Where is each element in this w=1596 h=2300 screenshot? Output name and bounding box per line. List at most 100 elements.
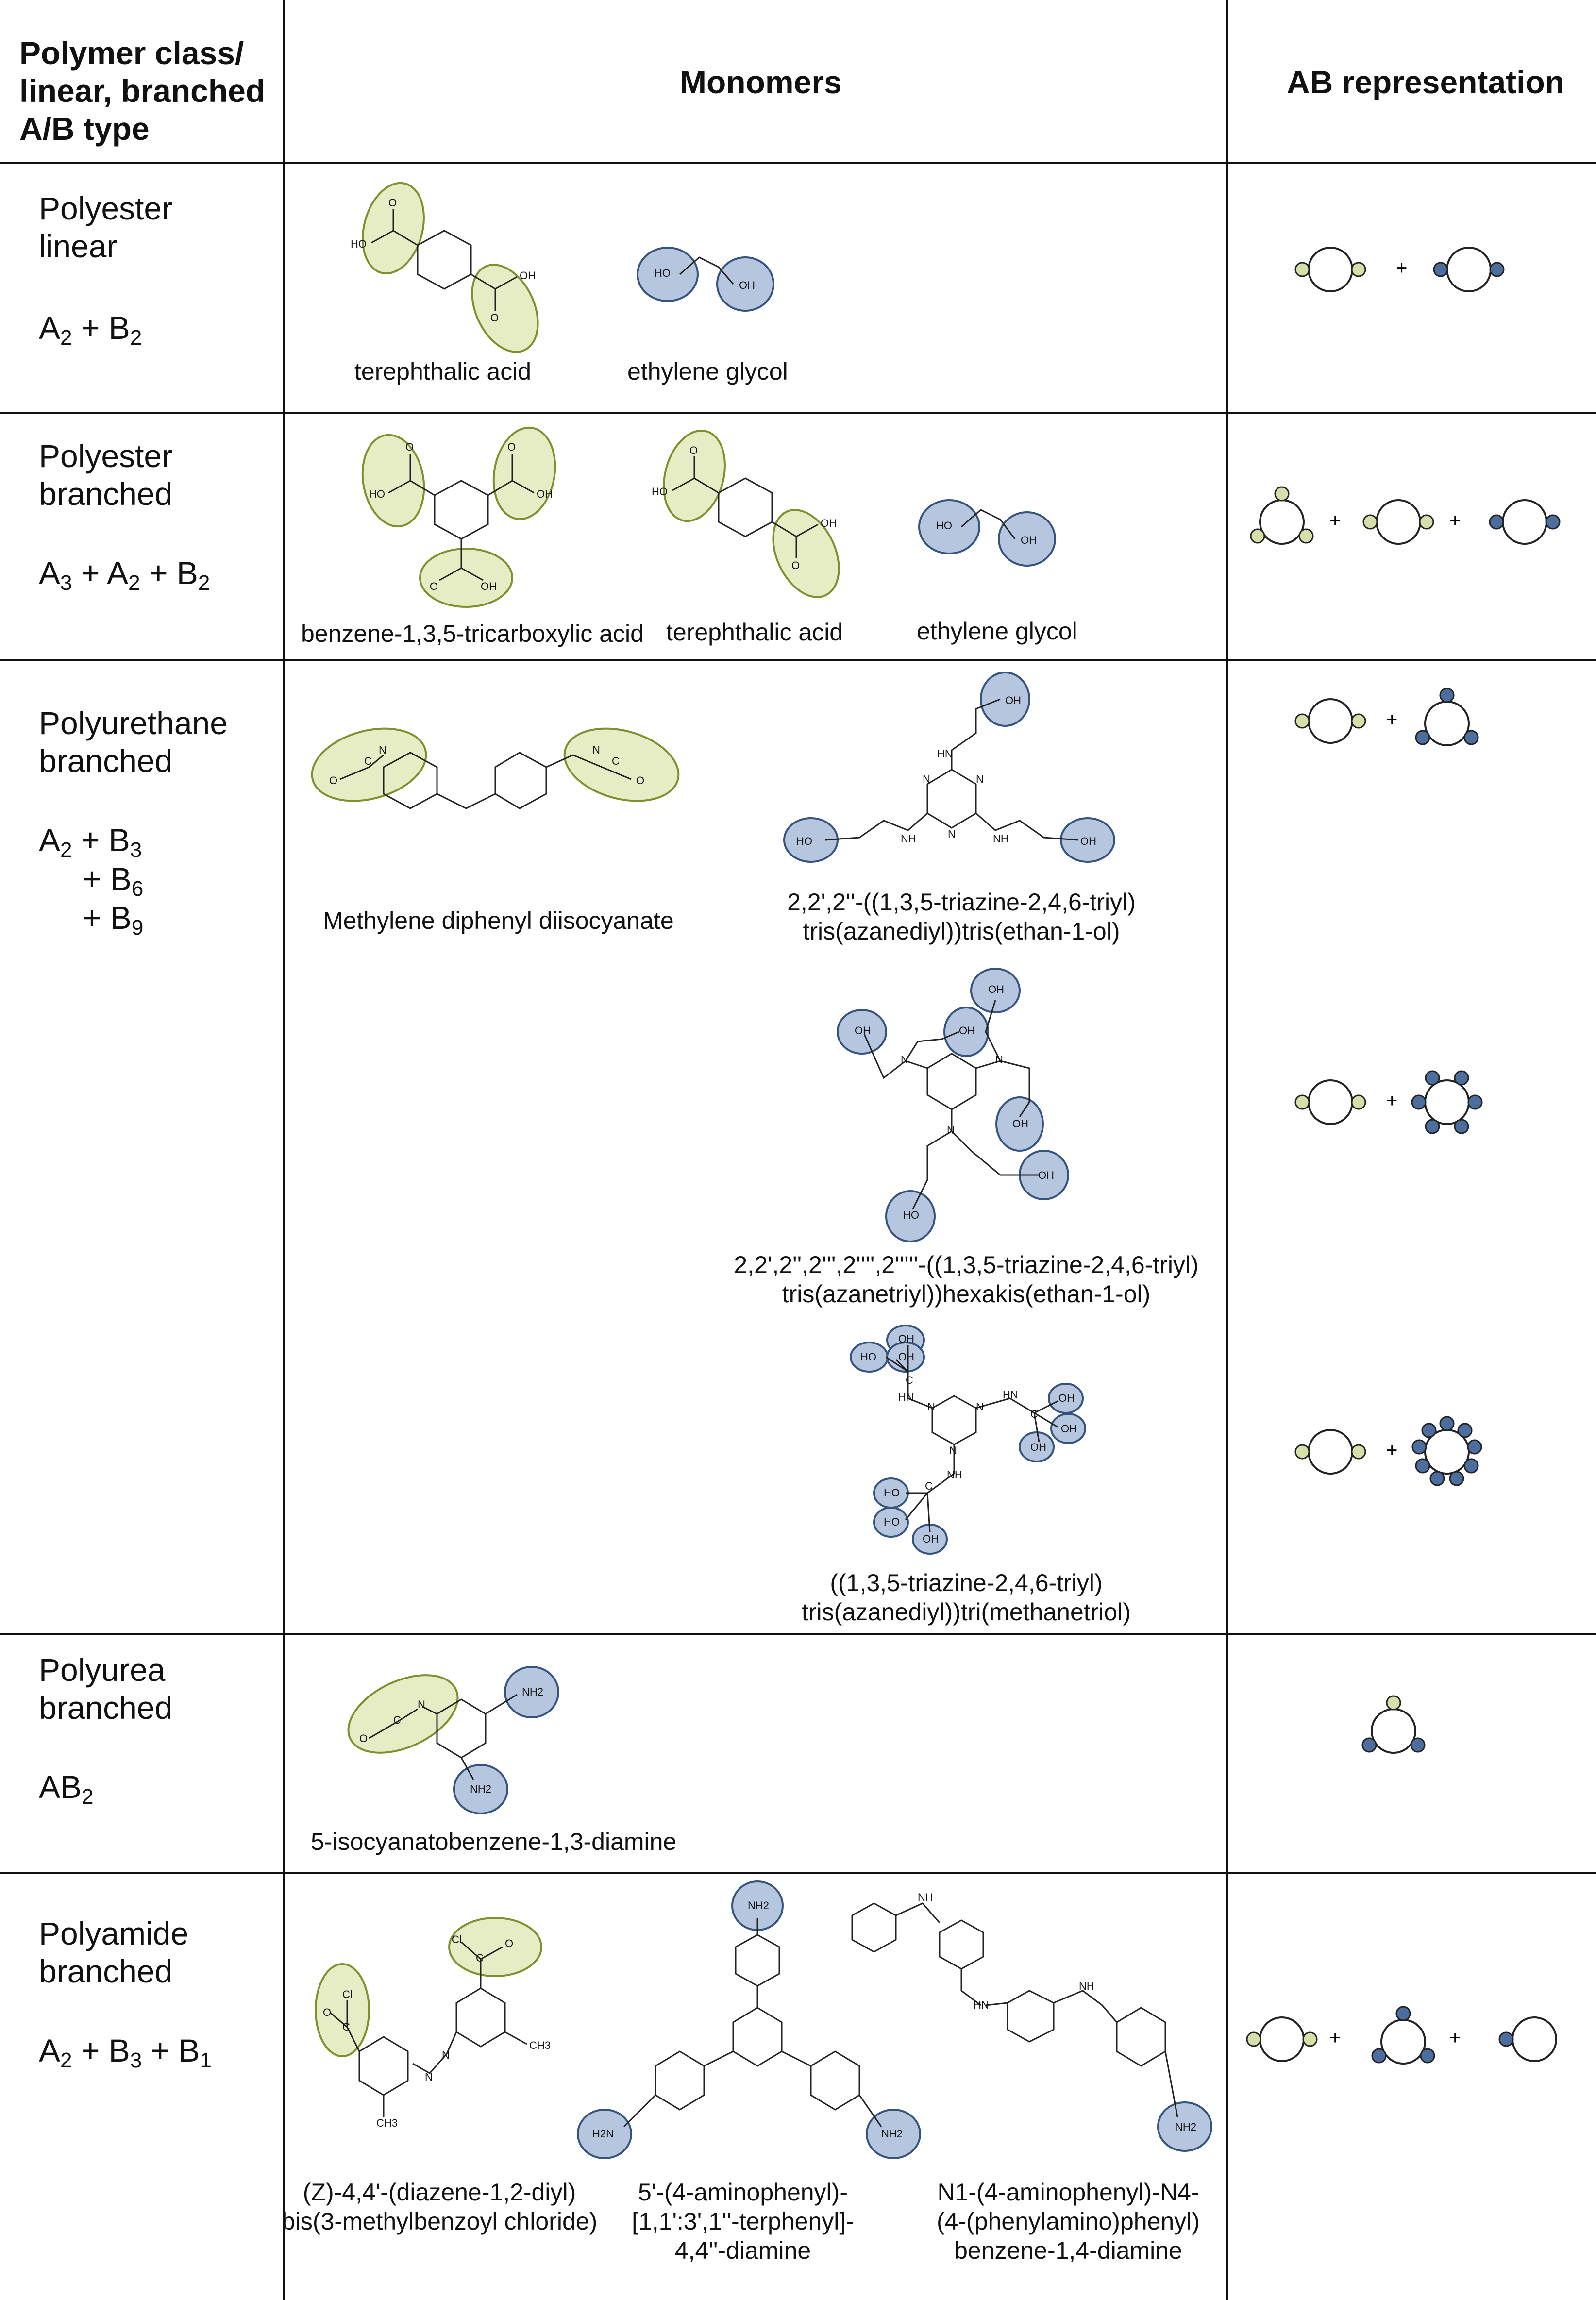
nitrogen-atom: N [976,1401,984,1413]
class-line: branched [39,743,173,779]
carbon-atom: C [612,755,620,767]
class-line: branched [39,1953,173,1989]
formula-subscript: 3 [130,2048,142,2072]
oxygen-atom: O [791,559,800,571]
formula-part: A [39,2032,61,2068]
name-line: 4,4''-diamine [674,2237,811,2264]
nitrogen-atom: N [948,828,956,840]
name-line: [1,1':3',1''-terphenyl]- [632,2208,854,2235]
row-divider [0,412,1596,414]
hydroxyl-label: OH [481,580,497,592]
ab-type-formula: A2 + B2 [39,308,142,357]
ab-type-formula: A3 + A2 + B2 [39,554,210,603]
formula-subscript: 1 [200,2048,212,2072]
row-divider [0,1633,1596,1635]
ab-representation-row2: + + [1250,486,1561,545]
oxygen-atom: O [405,441,414,453]
hydroxyl-label: OH [959,1024,975,1037]
polymer-class-label: Polyester branched [39,437,172,513]
formula-part: + A [72,555,129,591]
plus-sign: + [1449,510,1461,531]
hydroxyl-label: OH [1038,1169,1054,1181]
oxygen-atom: O [689,444,698,456]
name-line: benzene-1,4-diamine [954,2237,1182,2264]
formula-part: A [39,310,61,346]
hydroxyl-label: HO [351,238,367,250]
amine-label: HN [937,748,953,760]
formula-subscript: 2 [60,2048,72,2072]
oxygen-atom: O [329,774,337,787]
formula-subscript: 9 [131,916,144,940]
class-line: Polyamide [39,1915,189,1951]
triazine-methanetriol-structure: HO OH OH C HN HN OH OH OH C NH C HO HO O… [850,1325,1086,1555]
header-line: A/B type [19,111,150,147]
carbon-atom: C [342,2021,350,2033]
phenylenediamine-oligomer-structure: NH HN NH NH2 [851,1891,1212,2152]
name-line: 2,2',2''-((1,3,5-triazine-2,4,6-triyl) [787,889,1136,916]
hydroxyl-label: HO [903,1209,919,1221]
oxygen-atom: O [505,1937,513,1949]
ab-representation-b3: + [1294,688,1479,746]
hydroxyl-label: OH [988,983,1004,995]
nitrogen-atom: N [442,2049,450,2061]
ab-type-formula-continued: + B9 [83,898,143,947]
amine-group-label: NH2 [881,2128,903,2140]
hydroxyl-label: OH [898,1351,914,1363]
terephthalic-acid-structure: O HO OH O [351,182,539,353]
nitrogen-atom: N [949,1444,957,1457]
class-line: Polyurea [39,1652,166,1688]
carbon-atom: C [925,1480,933,1492]
ab-representation-row5: + + [1246,2006,1557,2065]
oxygen-atom: O [507,441,516,453]
monomer-name: ((1,3,5-triazine-2,4,6-triyl) tris(azane… [757,1568,1175,1627]
isocyanatobenzene-diamine-structure: O C N NH2 NH2 [347,1666,559,1814]
formula-subscript: 6 [131,877,144,901]
header-ab-representation: AB representation [1287,64,1565,100]
oxygen-atom: O [430,580,438,592]
carbon-atom: C [393,1714,401,1726]
formula-subscript: 2 [128,571,140,595]
class-line: Polyester [39,190,173,226]
polymer-class-label: Polyester linear [39,189,172,265]
benzene-tricarboxylic-acid-structure: O HO O OH O OH [361,426,556,608]
diazene-bis-benzoyl-chloride-structure: Cl C O CH3 N N Cl C O CH3 [315,1917,551,2129]
monomer-name: benzene-1,3,5-tricarboxylic acid [301,620,644,647]
amine-label: NH [993,833,1008,845]
formula-part: AB [39,1769,82,1805]
amine-label: NH [918,1891,933,1903]
aminophenyl-terphenyl-diamine-structure: NH2 H2N NH2 [577,1880,921,2159]
mdi-structure: O C N N C O [311,727,680,809]
monomer-name: terephthalic acid [666,619,843,646]
chlorine-atom: Cl [342,1988,353,2000]
nitrogen-atom: N [923,773,930,785]
nitrogen-atom: N [901,1054,908,1066]
formula-subscript: 3 [60,571,72,595]
plus-sign: + [1386,1090,1397,1111]
formula-subscript: 2 [198,571,210,595]
hydroxyl-label: HO [655,267,671,279]
column-divider [1226,0,1228,2300]
formula-part: + B [142,2032,200,2068]
monomer-name: 5-isocyanatobenzene-1,3-diamine [311,1828,677,1855]
hydroxyl-label: OH [1080,835,1096,847]
formula-part: + B [83,900,132,936]
ethylene-glycol-structure: HO OH [918,499,1056,567]
carbon-atom: C [476,1952,484,1964]
hydroxyl-label: OH [923,1533,939,1545]
ethylene-glycol-structure: HO OH [637,247,774,312]
amine-label: HN [898,1391,914,1403]
ab-type-formula: AB2 [39,1767,94,1816]
monomer-name: terephthalic acid [354,358,532,385]
carbon-atom: C [364,755,372,767]
name-line: N1-(4-aminophenyl)-N4- [937,2179,1199,2206]
formula-part: + B [72,822,130,858]
hydroxyl-label: HO [369,488,385,500]
hydroxyl-label: OH [855,1024,871,1037]
header-polymer-class: Polymer class/ linear, branched A/B type [19,34,265,148]
row-divider [0,1872,1596,1874]
amine-group-label: NH2 [522,1686,543,1698]
oxygen-atom: O [388,197,397,209]
hydroxyl-label: HO [860,1351,876,1363]
column-divider [283,0,285,2300]
formula-subscript: 2 [60,326,72,350]
